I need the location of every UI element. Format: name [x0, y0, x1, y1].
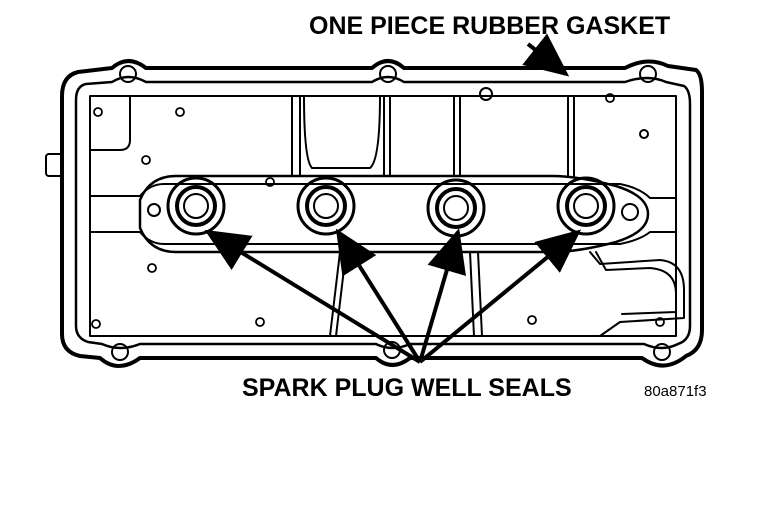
seals-label: SPARK PLUG WELL SEALS	[242, 374, 572, 402]
bolt-hole-bottom-right	[653, 343, 671, 361]
bolt-hole-top-mid	[379, 65, 397, 83]
dot	[605, 93, 615, 103]
figure-code: 80a871f3	[644, 383, 707, 400]
fastener-dots	[91, 93, 665, 329]
bolt-hole-boss-right	[621, 203, 639, 221]
spark-plug-wells	[166, 176, 616, 238]
breather-channel	[589, 251, 685, 337]
arrow-gasket	[522, 33, 570, 77]
dot	[255, 317, 265, 327]
dot	[265, 177, 275, 187]
arrow-seal-3	[418, 228, 466, 363]
well-1-seal	[175, 185, 217, 227]
top-bump-1	[479, 87, 493, 101]
bolt-hole-boss-left	[147, 203, 161, 217]
well-2-seal	[305, 185, 347, 227]
well-4-outer	[556, 176, 616, 236]
valve-cover-body	[45, 59, 704, 368]
filler-boss	[303, 95, 381, 169]
bolt-holes	[111, 65, 671, 361]
dot	[147, 263, 157, 273]
dot	[655, 317, 665, 327]
dot	[175, 107, 185, 117]
vent-nipple	[45, 153, 63, 177]
well-3-bore	[443, 195, 469, 221]
spark-plug-well-3	[426, 178, 486, 238]
arrow-seal-2	[335, 228, 422, 364]
spark-plug-well-1	[166, 176, 226, 236]
rib-11	[469, 251, 475, 337]
well-1-bore	[183, 193, 209, 219]
dot	[527, 315, 537, 325]
arrow-seal-1	[204, 229, 422, 364]
bolt-hole-top-right	[639, 65, 657, 83]
well-4-seal	[565, 185, 607, 227]
breather-channel-inner	[595, 251, 677, 315]
plug-well-boss	[138, 174, 650, 254]
spark-plug-well-2	[296, 176, 356, 236]
leader-arrows	[204, 33, 582, 364]
well-1-outer	[166, 176, 226, 236]
well-3-seal	[435, 187, 477, 229]
dot	[141, 155, 151, 165]
bolt-hole-top-left	[119, 65, 137, 83]
right-bump	[639, 129, 649, 139]
arrow-seal-4	[418, 229, 582, 364]
upper-left-step	[89, 95, 131, 151]
dot	[93, 107, 103, 117]
well-2-outer	[296, 176, 356, 236]
dot	[91, 319, 101, 329]
gasket-inner-rim	[74, 75, 692, 350]
well-2-bore	[313, 193, 339, 219]
well-4-bore	[573, 193, 599, 219]
gasket-outer-rim	[60, 59, 704, 368]
bolt-hole-bottom-left	[111, 343, 129, 361]
rib-12	[477, 251, 483, 337]
spark-plug-well-4	[556, 176, 616, 236]
gasket-label: ONE PIECE RUBBER GASKET	[309, 12, 670, 40]
